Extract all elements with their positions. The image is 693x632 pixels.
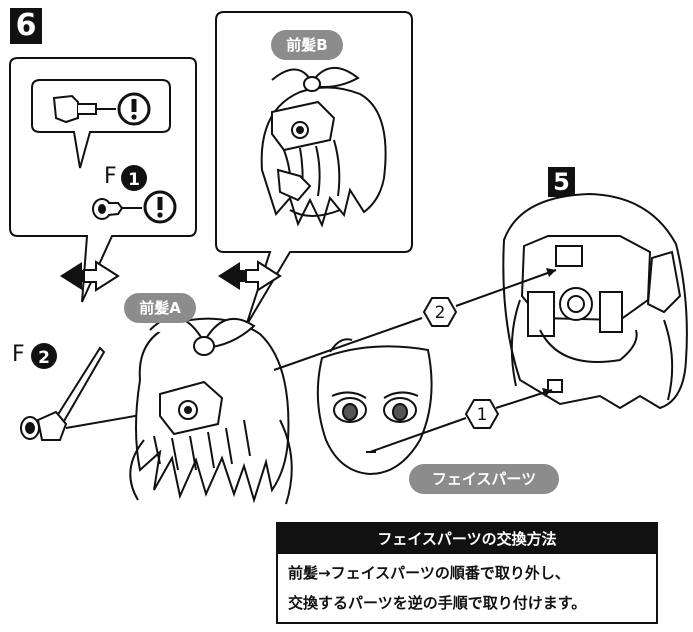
caution-icon bbox=[117, 92, 151, 126]
face-part-illustration bbox=[316, 338, 433, 476]
order-number-2-badge bbox=[422, 297, 458, 327]
part-detail-callout bbox=[9, 57, 197, 303]
order-number-1-badge bbox=[464, 399, 500, 429]
part-f2-label: F bbox=[12, 342, 25, 367]
assembly-line-1 bbox=[369, 388, 553, 453]
front-hair-b-illustration bbox=[260, 67, 387, 228]
face-parts-label: フェイスパーツ bbox=[409, 464, 559, 494]
stick-part-illustration bbox=[20, 346, 106, 441]
round-part-icon bbox=[92, 198, 142, 220]
swap-arrow-icon bbox=[60, 260, 120, 292]
order-number-1-label: 1 bbox=[477, 405, 488, 425]
assembly-line-2 bbox=[273, 268, 557, 371]
part-f1-number: 1 bbox=[128, 170, 140, 190]
swap-arrow-icon bbox=[218, 260, 282, 292]
note-title: フェイスパーツの交換方法 bbox=[278, 524, 656, 554]
note-line-1: 前髪→フェイスパーツの順番で取り外し、 bbox=[288, 564, 570, 582]
front-hair-a-label: 前髪A bbox=[124, 293, 196, 323]
step-number-badge: 6 bbox=[10, 8, 42, 44]
instruction-note: フェイスパーツの交換方法 前髪→フェイスパーツの順番で取り外し、 交換するパーツ… bbox=[276, 522, 658, 624]
front-hair-a-illustration bbox=[129, 316, 293, 505]
circled-number-icon bbox=[31, 343, 57, 369]
head-assembly-illustration bbox=[502, 192, 688, 410]
note-line-2: 交換するパーツを逆の手順で取り付けます。 bbox=[288, 594, 587, 612]
part-f1-label: F bbox=[104, 164, 117, 189]
order-number-2-label: 2 bbox=[435, 303, 446, 323]
circled-number-icon bbox=[121, 165, 147, 191]
note-body: 前髪→フェイスパーツの順番で取り外し、 交換するパーツを逆の手順で取り付けます。 bbox=[278, 554, 656, 618]
reference-step-badge: 5 bbox=[548, 167, 575, 197]
caution-icon bbox=[143, 190, 177, 224]
front-hair-b-label: 前髪B bbox=[271, 30, 343, 60]
part-f2-number: 2 bbox=[38, 348, 50, 368]
connector-part-icon bbox=[52, 94, 116, 124]
